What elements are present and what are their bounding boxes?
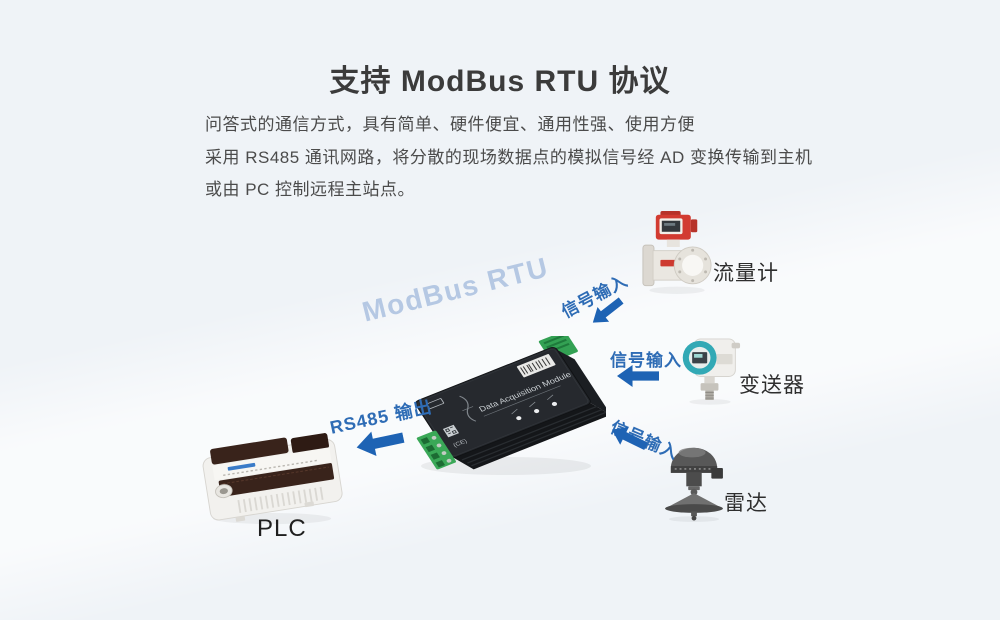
signal-input-arrow-flow-meter-icon: [592, 297, 624, 323]
signal-input-label-transmitter: 信号输入: [610, 351, 682, 370]
flow-meter-label: 流量计: [713, 262, 779, 285]
acquisition-module-image: (CE) Data Acquisition Module: [415, 336, 606, 475]
signal-input-arrow-radar-icon: [611, 426, 648, 451]
signal-input-arrow-transmitter-icon: [617, 365, 659, 387]
flow-meter-image: [642, 211, 712, 294]
radar-image: [665, 447, 723, 522]
rs485-output-arrow-icon: [356, 431, 405, 456]
svg-text:(CE): (CE): [452, 438, 468, 449]
radar-label: 雷达: [724, 492, 768, 515]
description-paragraph: 问答式的通信方式，具有简单、硬件便宜、通用性强、使用方便 采用 RS485 通讯…: [205, 109, 813, 207]
transmitter-label: 变送器: [739, 374, 805, 397]
modbus-rtu-watermark: ModBus RTU: [359, 251, 552, 328]
plc-image: [202, 433, 343, 525]
plc-label: PLC: [257, 515, 307, 542]
transmitter-image: [682, 338, 741, 405]
description-line-2: 采用 RS485 通讯网路，将分散的现场数据点的模拟信号经 AD 变换传输到主机: [205, 147, 813, 167]
description-line-1: 问答式的通信方式，具有简单、硬件便宜、通用性强、使用方便: [205, 115, 695, 134]
page-title: 支持 ModBus RTU 协议: [329, 65, 671, 98]
description-line-3: 或由 PC 控制远程主站点。: [205, 180, 416, 199]
